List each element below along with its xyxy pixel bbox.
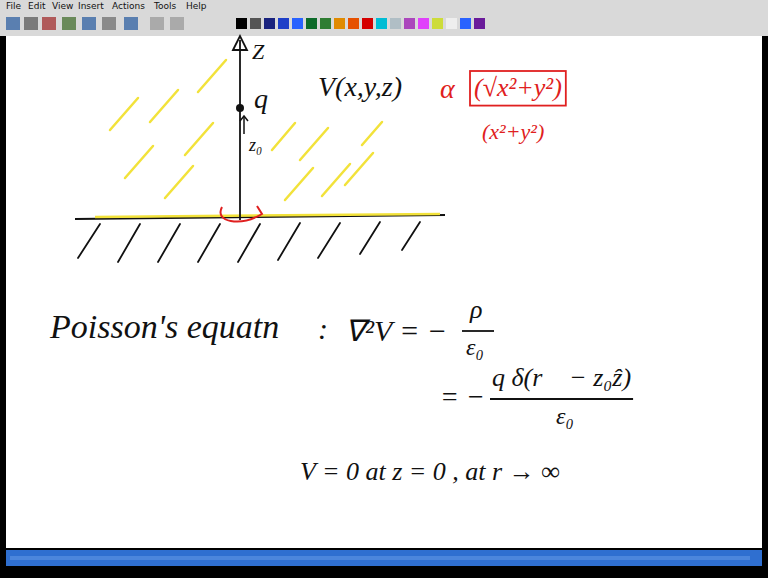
- denominator: ε₀: [466, 334, 484, 360]
- menu-item: Actions: [112, 2, 145, 12]
- menu-item: Edit: [28, 2, 45, 12]
- plane-highlight: [95, 214, 440, 217]
- strike-box: [470, 71, 566, 106]
- menu-item: Help: [186, 2, 207, 12]
- ground-hatching: [78, 222, 420, 262]
- charge-label: q: [254, 84, 268, 115]
- menu-item: Tools: [154, 2, 176, 12]
- boundary-condition: V = 0 at z = 0 , at r → ∞: [300, 458, 560, 487]
- point-charge: [236, 104, 244, 112]
- colon: :: [318, 312, 328, 345]
- fraction-bars: [462, 331, 633, 399]
- menu-item: Insert: [78, 2, 104, 12]
- potential-expression: V(x,y,z): [318, 72, 402, 103]
- denominator: ε₀: [556, 403, 574, 429]
- canvas: [6, 36, 762, 548]
- axis-label: Z: [252, 40, 264, 64]
- origin-mark: [221, 206, 262, 221]
- struck-expression: (√x²+y²): [474, 74, 562, 103]
- z-axis: [239, 40, 241, 220]
- proportional-sign: α: [440, 74, 455, 105]
- numerator: ρ: [470, 296, 482, 325]
- numerator: q δ(r⃗ − z₀ẑ): [492, 364, 631, 393]
- toolbar: [0, 0, 768, 36]
- menu-item: View: [52, 2, 73, 12]
- distance-arrow: [240, 116, 248, 134]
- page-bar: [6, 550, 762, 566]
- equation-lhs: ∇²V = −: [345, 314, 447, 347]
- distance-label: z₀: [249, 136, 262, 156]
- menu-item: File: [6, 2, 21, 12]
- equation-step: = −: [440, 382, 485, 413]
- axis-arrowhead: [233, 36, 247, 50]
- page-bar-pattern: [10, 556, 750, 560]
- correction-expression: (x²+y²): [482, 120, 544, 144]
- equation-title: Poisson's equatn: [50, 308, 279, 345]
- toolbar-icons: [6, 17, 485, 30]
